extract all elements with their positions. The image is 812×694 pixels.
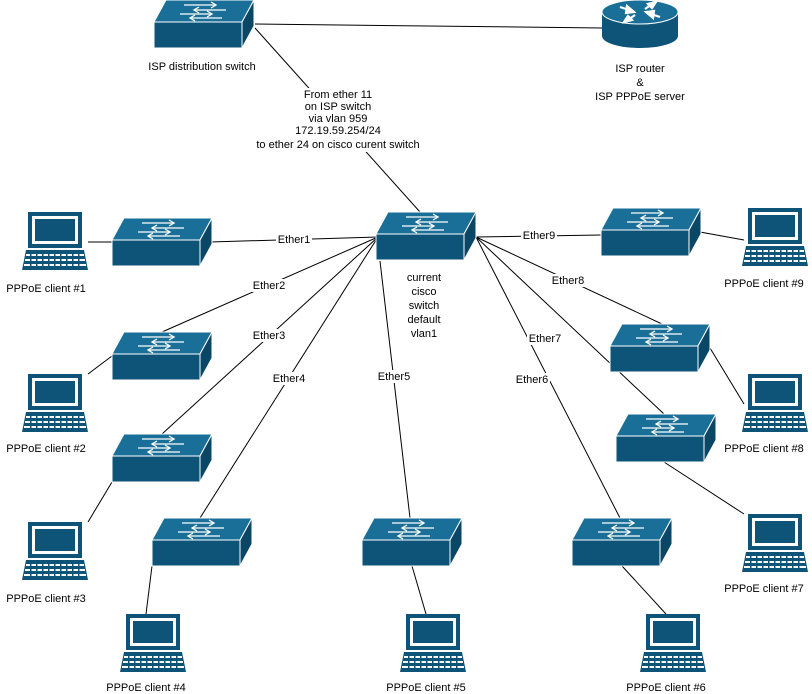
laptop-7-icon[interactable] — [742, 514, 808, 572]
client-2-label: PPPoE client #2 — [6, 443, 86, 455]
core-switch-icon[interactable] — [375, 211, 477, 261]
link-client4 — [145, 565, 153, 615]
laptop-6-icon[interactable] — [640, 614, 706, 672]
access-switch-2-icon[interactable] — [111, 331, 213, 381]
laptop-2-icon[interactable] — [22, 374, 88, 432]
client-labels: PPPoE client #1 PPPoE client #2 PPPoE cl… — [6, 278, 804, 694]
isp-router-label-2: & — [636, 77, 644, 89]
isp-router-label-1: ISP router — [615, 63, 665, 75]
port-ether7: Ether7 — [529, 333, 561, 345]
laptop-9-icon[interactable] — [742, 208, 808, 266]
core-switch-label: current cisco switch default vlan1 — [407, 272, 441, 340]
port-ether8: Ether8 — [552, 275, 584, 287]
uplink-annotation: From ether 11 on ISP switch via vlan 959… — [250, 88, 426, 152]
link-isp-switch-router — [254, 23, 603, 29]
port-ether1: Ether1 — [278, 234, 310, 246]
link-ether5 — [379, 260, 411, 519]
client-9-label: PPPoE client #9 — [724, 278, 804, 290]
client-4-label: PPPoE client #4 — [106, 682, 186, 694]
link-client6 — [621, 565, 667, 615]
link-client3 — [87, 481, 113, 523]
access-switch-4-icon[interactable] — [151, 517, 253, 567]
svg-text:172.19.59.254/24: 172.19.59.254/24 — [295, 125, 381, 137]
port-ether4: Ether4 — [273, 373, 305, 385]
access-switch-7-icon[interactable] — [615, 413, 717, 463]
isp-switch-label: ISP distribution switch — [148, 61, 255, 73]
client-7-label: PPPoE client #7 — [724, 583, 804, 595]
svg-text:default: default — [407, 314, 440, 326]
access-switch-8-icon[interactable] — [609, 323, 711, 373]
svg-text:vlan1: vlan1 — [411, 328, 437, 340]
client-6-label: PPPoE client #6 — [626, 682, 706, 694]
access-switch-5-icon[interactable] — [361, 517, 463, 567]
link-client9 — [699, 231, 745, 241]
laptop-8-icon[interactable] — [742, 374, 808, 432]
client-8-label: PPPoE client #8 — [724, 443, 804, 455]
isp-router-label-3: ISP PPPoE server — [595, 91, 685, 103]
link-client2 — [87, 355, 113, 375]
link-client7 — [663, 461, 745, 515]
port-ether2: Ether2 — [253, 280, 285, 292]
access-switch-6-icon[interactable] — [571, 517, 673, 567]
port-ether9: Ether9 — [523, 230, 555, 242]
svg-text:via vlan 959: via vlan 959 — [309, 113, 368, 125]
port-ether3: Ether3 — [253, 330, 285, 342]
access-switch-1-icon[interactable] — [111, 217, 213, 267]
laptop-4-icon[interactable] — [120, 614, 186, 672]
access-switch-9-icon[interactable] — [600, 207, 702, 257]
link-client8 — [709, 347, 745, 405]
svg-text:to ether 24 on cisco curent sw: to ether 24 on cisco curent switch — [256, 139, 419, 151]
isp-distribution-switch-icon[interactable] — [153, 0, 255, 49]
svg-text:switch: switch — [409, 300, 440, 312]
client-5-label: PPPoE client #5 — [386, 682, 466, 694]
laptop-1-icon[interactable] — [22, 212, 88, 270]
port-ether5: Ether5 — [378, 371, 410, 383]
svg-text:cisco: cisco — [411, 286, 436, 298]
svg-text:From ether 11: From ether 11 — [304, 89, 372, 101]
svg-text:on ISP switch: on ISP switch — [305, 101, 371, 113]
laptop-5-icon[interactable] — [400, 614, 466, 672]
client-3-label: PPPoE client #3 — [6, 593, 86, 605]
access-switch-3-icon[interactable] — [111, 433, 213, 483]
isp-router-icon[interactable] — [601, 0, 679, 48]
client-1-label: PPPoE client #1 — [6, 283, 86, 295]
link-client5 — [411, 565, 427, 615]
laptop-3-icon[interactable] — [22, 522, 88, 580]
port-ether6: Ether6 — [516, 374, 548, 386]
port-labels: Ether1 Ether2 Ether3 Ether4 Ether5 Ether… — [251, 229, 586, 386]
svg-text:current: current — [407, 272, 441, 284]
link-ether7 — [475, 236, 665, 415]
